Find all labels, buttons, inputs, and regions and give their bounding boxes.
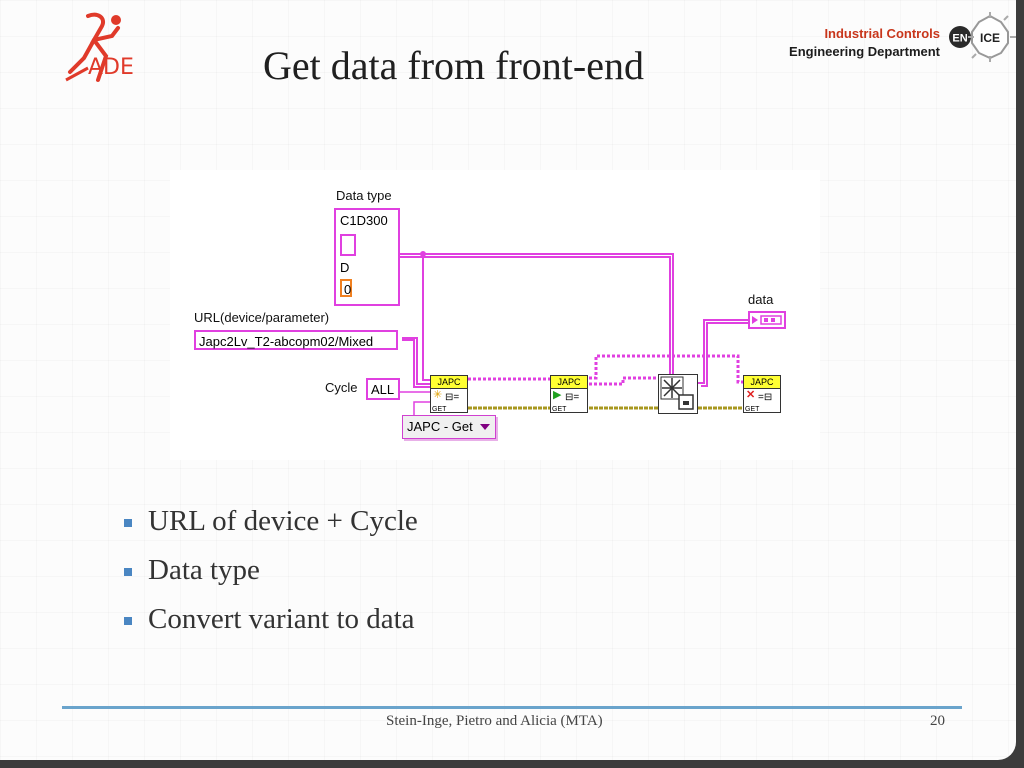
logo-text: ADE — [88, 55, 134, 80]
vi-sublabel: GET — [745, 406, 760, 413]
diagram-wires — [398, 251, 748, 416]
japc-get-dropdown[interactable]: JAPC - Get — [402, 415, 496, 439]
bullet-list: URL of device + Cycle Data type Convert … — [122, 505, 418, 652]
bullet-square-icon — [124, 519, 132, 527]
vi-title: JAPC — [431, 376, 467, 389]
variant-convert-icon — [660, 376, 694, 410]
bullet-square-icon — [124, 568, 132, 576]
cluster-out-icon: =⊟ — [758, 392, 773, 403]
close-icon: ✕ — [746, 389, 756, 401]
url-input[interactable]: Japc2Lv_T2-abcopm02/Mixed — [194, 330, 398, 350]
list-item: URL of device + Cycle — [122, 505, 418, 554]
vi-sublabel: GET — [552, 406, 567, 413]
badge-en-text: EN — [952, 33, 967, 45]
cluster-out-icon: ⊟= — [445, 392, 460, 403]
cluster-terminal-icon — [752, 315, 782, 325]
org-line-2: Engineering Department — [789, 44, 940, 59]
page-title: Get data from front-end — [263, 43, 644, 88]
en-ice-logo-icon: EN ICE — [949, 12, 1016, 62]
chevron-down-icon — [480, 424, 490, 430]
japc-close-vi[interactable]: JAPC ✕ =⊟ GET — [743, 375, 781, 413]
data-type-cluster[interactable]: C1D300 D 0 — [334, 208, 400, 306]
bullet-square-icon — [124, 617, 132, 625]
url-label: URL(device/parameter) — [194, 310, 330, 325]
play-icon: ▶ — [553, 389, 562, 401]
cluster-item-zero[interactable]: 0 — [340, 279, 352, 297]
japc-get-vi[interactable]: JAPC ▶ ⊟= GET — [550, 375, 588, 413]
list-item: Data type — [122, 554, 418, 603]
cluster-item-type: C1D300 — [340, 213, 388, 228]
rade-logo-icon — [65, 12, 121, 82]
footer-authors: Stein-Inge, Pietro and Alicia (MTA) — [386, 713, 603, 729]
block-diagram: Data type C1D300 D 0 URL(device/paramete… — [170, 170, 820, 460]
variant-to-data-vi[interactable] — [658, 374, 698, 414]
page-number: 20 — [930, 713, 945, 729]
footer-divider — [62, 706, 962, 709]
vi-sublabel: GET — [432, 406, 447, 413]
org-line-1: Industrial Controls — [824, 26, 940, 41]
cycle-label: Cycle — [325, 380, 358, 395]
japc-init-vi[interactable]: JAPC ✳ ⊟= GET — [430, 375, 468, 413]
data-type-label: Data type — [336, 188, 392, 203]
data-indicator[interactable] — [748, 311, 786, 329]
list-item: Convert variant to data — [122, 603, 418, 652]
vi-title: JAPC — [744, 376, 780, 389]
asterisk-icon: ✳ — [433, 389, 443, 401]
vi-title: JAPC — [551, 376, 587, 389]
cluster-item-d: D — [340, 260, 350, 275]
cycle-input[interactable]: ALL — [366, 378, 400, 400]
cluster-item-bool[interactable] — [340, 234, 356, 256]
dropdown-value: JAPC - Get — [407, 419, 473, 434]
cluster-out-icon: ⊟= — [565, 392, 580, 403]
badge-ice-text: ICE — [980, 31, 1000, 45]
data-label: data — [748, 292, 774, 307]
